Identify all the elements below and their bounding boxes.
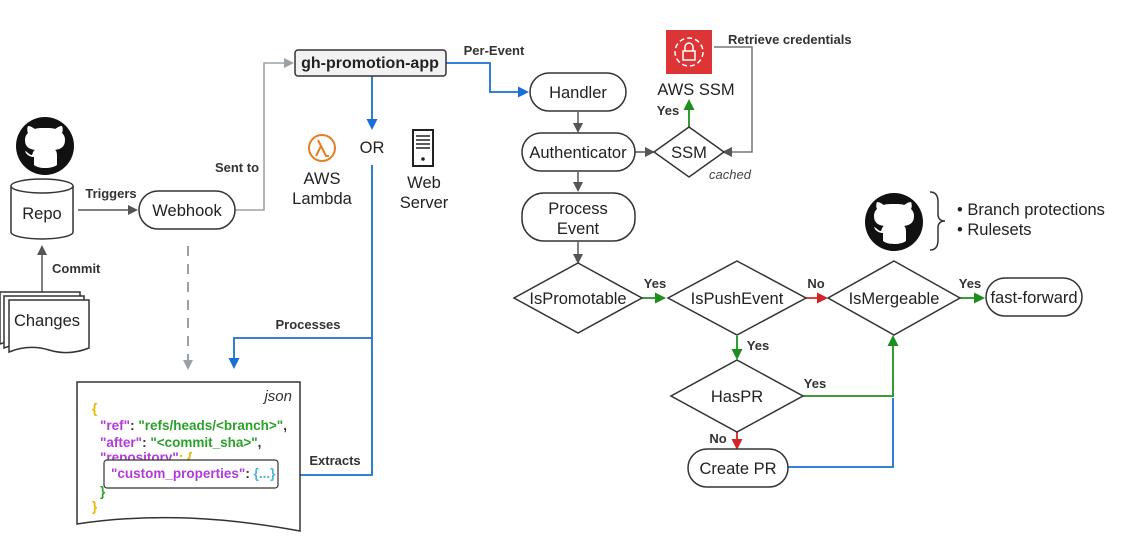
webhook-node: Webhook xyxy=(138,190,236,230)
server-icon xyxy=(412,129,434,167)
lambda-label-2: Lambda xyxy=(292,190,352,208)
is-push-event-label: IsPushEvent xyxy=(691,290,784,308)
is-mergeable-decision: IsMergeable xyxy=(826,260,962,336)
github-icon xyxy=(865,193,923,251)
aws-ssm-label: AWS SSM xyxy=(657,81,734,99)
triggers-label: Triggers xyxy=(85,186,136,201)
edge-per-event xyxy=(446,62,529,98)
ssm-yes-label: Yes xyxy=(657,103,679,118)
mergeable-yes-label: Yes xyxy=(959,276,981,291)
ssm-label: SSM xyxy=(671,144,707,162)
rulesets-note: • Rulesets xyxy=(957,221,1032,239)
repo-node: Repo xyxy=(10,178,74,240)
github-icon xyxy=(16,117,74,175)
ssm-lock-icon xyxy=(666,30,712,74)
push-no-label: No xyxy=(807,276,824,291)
process-event-label-1: Process xyxy=(548,200,608,218)
edge-extracts xyxy=(280,338,373,481)
is-mergeable-label: IsMergeable xyxy=(849,290,940,308)
json-inner-close: } xyxy=(100,484,106,499)
webhook-label: Webhook xyxy=(152,202,222,220)
haspr-no-label: No xyxy=(709,431,726,446)
haspr-yes-label: Yes xyxy=(804,376,826,391)
is-promotable-decision: IsPromotable xyxy=(512,262,644,334)
custom-properties-box xyxy=(103,459,279,489)
json-after-line: "after": "<commit_sha>", xyxy=(100,435,261,450)
web-server-label-1: Web xyxy=(407,174,441,192)
handler-node: Handler xyxy=(529,72,627,112)
edge-processes xyxy=(228,165,373,369)
app-label: gh-promotion-app xyxy=(301,55,439,72)
branch-protections-note: • Branch protections xyxy=(957,201,1105,219)
app-node: gh-promotion-app xyxy=(294,49,447,77)
changes-node: Changes xyxy=(0,291,90,354)
commit-label: Commit xyxy=(52,261,101,276)
curly-brace xyxy=(929,191,946,251)
promotable-yes-label: Yes xyxy=(644,276,666,291)
handler-label: Handler xyxy=(549,84,607,102)
create-pr-label: Create PR xyxy=(699,460,776,478)
web-server-label-2: Server xyxy=(400,194,449,212)
changes-label: Changes xyxy=(14,312,80,330)
processes-label: Processes xyxy=(275,317,340,332)
is-push-event-decision: IsPushEvent xyxy=(666,260,808,336)
json-ref-line: "ref": "refs/heads/<branch>", xyxy=(100,418,287,433)
has-pr-decision: HasPR xyxy=(669,359,805,433)
authenticator-node: Authenticator xyxy=(521,132,636,172)
process-event-node: Process Event xyxy=(521,192,636,242)
or-label: OR xyxy=(360,139,385,157)
per-event-label: Per-Event xyxy=(464,43,525,58)
create-pr-node: Create PR xyxy=(687,448,789,488)
fast-forward-label: fast-forward xyxy=(990,289,1077,307)
edge-create-mergeable xyxy=(788,398,894,468)
json-title: json xyxy=(262,388,292,405)
json-document: json { "ref": "refs/heads/<branch>", "af… xyxy=(76,381,301,532)
fast-forward-node: fast-forward xyxy=(985,277,1083,317)
retrieve-credentials-label: Retrieve credentials xyxy=(728,32,852,47)
cached-label: cached xyxy=(709,167,752,182)
lambda-label-1: AWS xyxy=(304,170,341,188)
authenticator-label: Authenticator xyxy=(529,144,627,162)
sent-to-label: Sent to xyxy=(215,160,259,175)
json-close-brace: } xyxy=(92,499,98,514)
repo-label: Repo xyxy=(22,205,61,223)
push-yes-label: Yes xyxy=(747,338,769,353)
edge-haspr-mergeable xyxy=(803,335,899,397)
ssm-decision: SSM xyxy=(652,126,726,178)
process-event-label-2: Event xyxy=(557,220,600,238)
json-open-brace: { xyxy=(92,401,97,416)
lambda-icon xyxy=(308,134,336,162)
is-promotable-label: IsPromotable xyxy=(529,290,626,308)
edge-retrieve-credentials xyxy=(714,46,753,157)
extracts-label: Extracts xyxy=(309,453,360,468)
has-pr-label: HasPR xyxy=(711,388,763,406)
edge-sent-to xyxy=(235,58,294,211)
json-custom-properties-line: "custom_properties": {...} xyxy=(111,466,276,481)
